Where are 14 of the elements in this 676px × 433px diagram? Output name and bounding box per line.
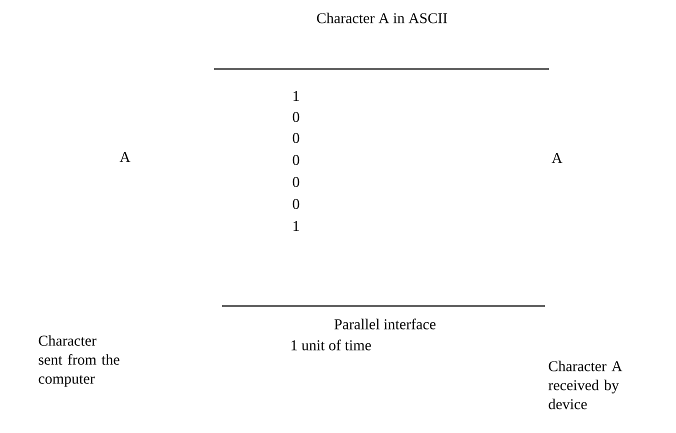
interface-label: Parallel interface bbox=[334, 318, 436, 330]
bit-value: 1 bbox=[294, 221, 299, 231]
bit-value: 1 bbox=[294, 91, 299, 101]
title: Character A in ASCII bbox=[317, 12, 448, 24]
time-label: 1 unit of time bbox=[292, 340, 371, 350]
bit-value: 0 bbox=[292, 176, 300, 188]
caption-text: Character sent from the computer bbox=[38, 335, 120, 387]
caption-text: Character A received by device bbox=[548, 360, 622, 410]
bit-value: 0 bbox=[292, 154, 300, 166]
bit-value: 0 bbox=[292, 198, 300, 210]
bit-value: 0 bbox=[292, 112, 300, 122]
bit-value: 0 bbox=[292, 132, 300, 144]
character-label: A bbox=[120, 152, 130, 162]
character-label: A bbox=[552, 153, 562, 163]
